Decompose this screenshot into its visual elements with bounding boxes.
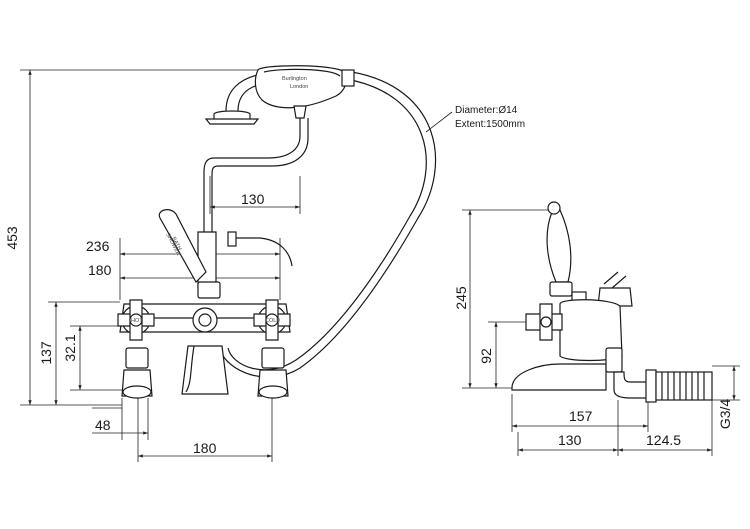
dim-130-side: 130 [558, 432, 582, 448]
dim-92: 92 [478, 348, 494, 364]
hose-diameter-note: Diameter:Ø14 [455, 105, 518, 116]
cold-cap-label: COLD [265, 318, 280, 324]
dim-32-1: 32.1 [62, 334, 78, 361]
handset [203, 65, 355, 232]
front-tap-body [117, 209, 293, 399]
hot-cap-label: HOT [131, 318, 143, 324]
side-dimensions: 245 92 157 130 124.5 G3/4 [453, 209, 740, 456]
front-dimensions: 453 137 32.1 236 180 130 48 180 [4, 69, 301, 462]
dim-453: 453 [4, 226, 20, 250]
hose-extent-note: Extent:1500mm [455, 119, 525, 130]
dim-g3-4: G3/4 [717, 399, 733, 430]
dim-236: 236 [86, 238, 110, 254]
dim-245: 245 [453, 286, 469, 310]
dim-180-bottom: 180 [193, 440, 217, 456]
dim-130-top: 130 [241, 191, 265, 207]
dim-137: 137 [38, 341, 54, 365]
dim-124-5: 124.5 [646, 432, 681, 448]
dim-48: 48 [95, 417, 111, 433]
dim-180-upper: 180 [88, 262, 112, 278]
handset-city-logo: London [290, 84, 308, 90]
handset-brand-logo: Burlington [282, 76, 307, 82]
dim-157: 157 [569, 408, 593, 424]
side-tap-body [511, 201, 713, 403]
